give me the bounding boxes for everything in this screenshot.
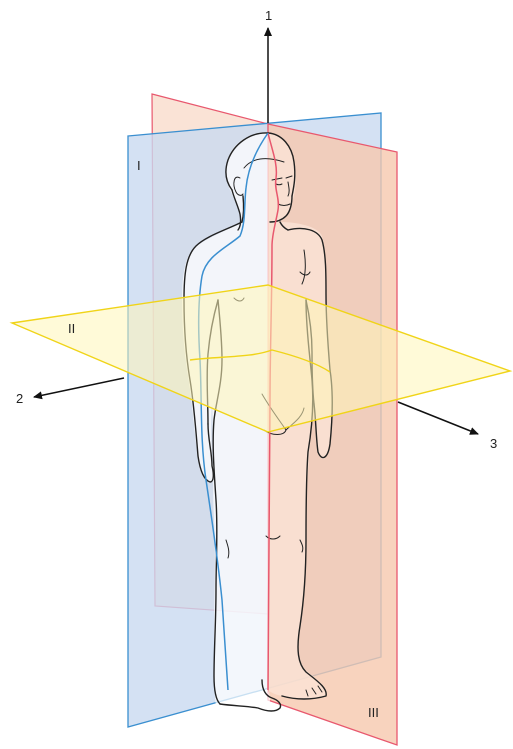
- plane-I-label: I: [137, 158, 141, 173]
- plane-II-label: II: [68, 321, 75, 336]
- axis-3-label: 3: [490, 436, 497, 451]
- plane-III-label: III: [368, 705, 379, 720]
- horizontal-plane: [12, 285, 510, 432]
- axis-1-label: 1: [265, 8, 272, 23]
- axis-3-arrow: [398, 402, 478, 434]
- axis-2-arrow: [34, 378, 124, 397]
- axis-2-label: 2: [16, 391, 23, 406]
